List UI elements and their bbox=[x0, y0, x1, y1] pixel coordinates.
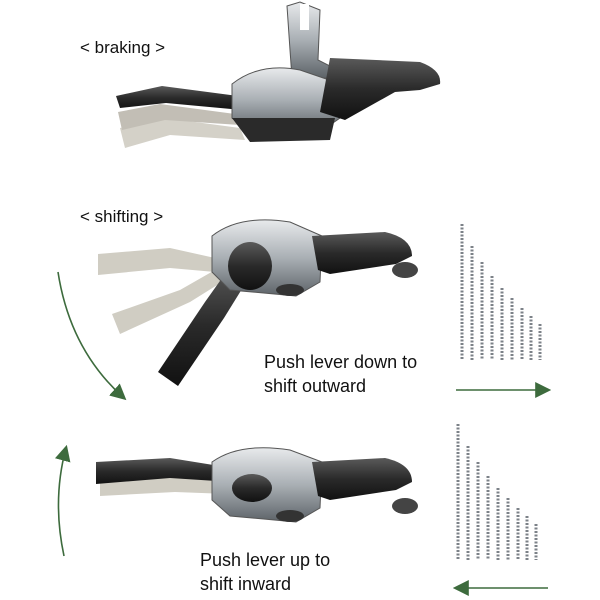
cassette-inward bbox=[458, 424, 536, 560]
brake-lever bbox=[116, 86, 242, 110]
down-curve-arrow bbox=[58, 272, 124, 398]
clamp-slot bbox=[300, 4, 309, 30]
shift-paddle bbox=[228, 242, 272, 290]
shift-clamp-base bbox=[276, 284, 304, 296]
braking-lever-illustration bbox=[116, 2, 440, 148]
brake-body-base bbox=[232, 118, 335, 142]
up-curve-arrow bbox=[58, 448, 66, 556]
shift-down-illustration bbox=[98, 220, 418, 386]
shift-lever-ghost-1 bbox=[98, 248, 215, 275]
brake-hood bbox=[320, 58, 440, 120]
shift-up-hood-knob bbox=[392, 498, 418, 514]
shift-up-paddle bbox=[232, 474, 272, 502]
shift-hood-knob bbox=[392, 262, 418, 278]
cassette-outward bbox=[462, 224, 540, 360]
shift-up-hood bbox=[312, 458, 412, 500]
shift-up-clamp-base bbox=[276, 510, 304, 522]
shift-up-illustration bbox=[96, 448, 418, 522]
